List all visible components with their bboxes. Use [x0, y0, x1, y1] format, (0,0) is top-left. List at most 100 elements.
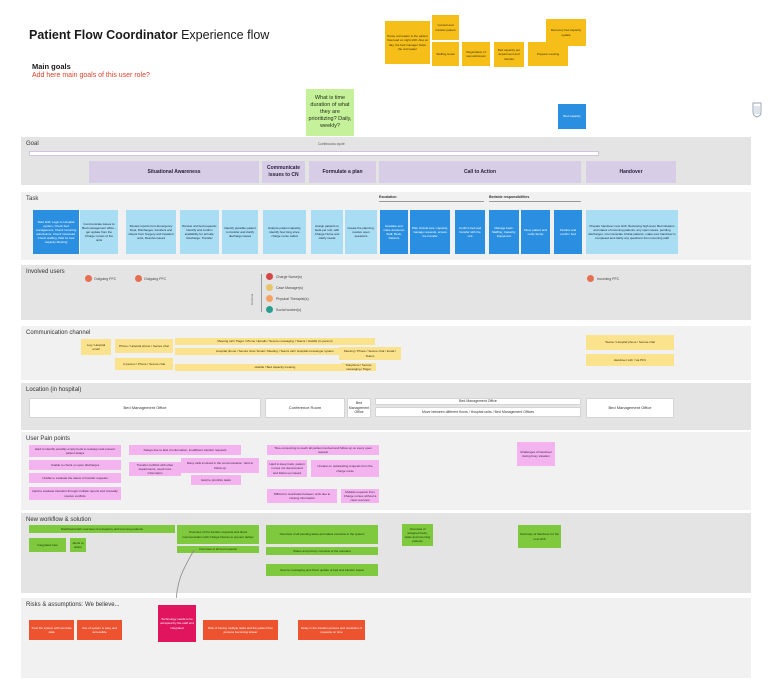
location-box: Move between different floors / Hospital… — [375, 407, 581, 417]
solution-note[interactable]: Overview of assigned beds, tasks and inc… — [402, 524, 433, 546]
avatar — [266, 306, 273, 313]
task-card[interactable]: Finalize and confirm bed — [554, 210, 582, 254]
pain-points-lane-label: User Pain points — [26, 436, 71, 442]
user-label: Social worker(s) — [276, 308, 302, 312]
location-box: Bed Management Office — [347, 398, 371, 418]
solution-note[interactable]: Summary of handover for the next shift — [518, 525, 561, 548]
channel-note[interactable]: Hospital phone / Secure chat / Email / M… — [175, 348, 375, 355]
task-card[interactable]: Communicate issues to Bed management off… — [80, 210, 118, 254]
pain-point-note[interactable]: Challenges of handover during busy situa… — [517, 442, 555, 466]
sticky-note[interactable]: Recovery bed capacity update — [546, 19, 586, 46]
user-label: Case Manager(s) — [276, 286, 304, 290]
location-box: Bed Management Office — [586, 398, 674, 418]
user-label: Physical Therapist(s) — [276, 297, 309, 301]
main-goals-title: Main goals — [32, 62, 71, 71]
pain-point-note[interactable]: Hard to prioritize tasks — [191, 475, 241, 485]
solution-note[interactable]: Overview of all bed requests — [177, 546, 259, 553]
pain-point-note[interactable]: Unclear on outstanding requests from the… — [311, 460, 379, 477]
avatar — [135, 275, 142, 282]
phase-communicate-issues[interactable]: Communicate issues to CN — [262, 161, 305, 183]
channel-note[interactable]: Handover with / via PFC — [586, 354, 674, 366]
sticky-note[interactable]: Consult and transfer patient — [432, 15, 459, 40]
optional-bracket — [261, 274, 263, 312]
channel-note[interactable]: Telephone / Secure messaging / Pager — [341, 363, 376, 371]
solution-note[interactable]: Overview of all pending tasks and status… — [266, 525, 378, 544]
pain-point-note[interactable]: Hard to evaluate transfers through multi… — [29, 487, 121, 500]
avatar — [266, 284, 273, 291]
page-title-rest: Experience flow — [181, 28, 270, 42]
task-card[interactable]: Prepare handover next shift: Reviewing h… — [586, 210, 678, 254]
task-card[interactable]: Analyze patient capacity, identify how l… — [263, 210, 306, 254]
phase-call-to-action[interactable]: Call to Action — [379, 161, 581, 183]
task-group-escalation: Escalation — [379, 195, 397, 199]
bed-capacity-sticky[interactable]: Bed capacity — [558, 104, 586, 129]
task-card[interactable]: Confirm bed and transfer with the unit — [455, 210, 485, 254]
task-card[interactable]: Escalate and make decisions: Staff, Beds… — [380, 210, 408, 254]
channel-note[interactable]: Log / Hospital email — [81, 339, 111, 355]
solution-note[interactable]: Status and priority overview of the tran… — [266, 547, 378, 555]
optional-label: Optional — [250, 293, 254, 305]
sticky-note[interactable]: Prepare meeting — [528, 42, 568, 66]
channel-note[interactable]: Huddle / Bed capacity meeting — [175, 364, 375, 371]
task-card[interactable]: Review unit bed requests: Identify and c… — [180, 210, 219, 254]
risk-note[interactable]: Risk of having multiple tasks and the pa… — [203, 620, 278, 640]
task-card[interactable]: Identify possible patient to transfer an… — [222, 210, 258, 254]
task-card[interactable]: Review reports from Emergency Dept, Disc… — [126, 210, 176, 254]
question-sticky[interactable]: What is time duration of what they are p… — [306, 89, 354, 136]
philips-shield-icon — [752, 102, 762, 118]
phase-handover[interactable]: Handover — [586, 161, 676, 183]
sticky-note[interactable]: Registration of new admission — [462, 42, 490, 66]
user-label: Outgoing PFC — [94, 277, 117, 281]
involved-users-lane-label: Involved users — [26, 269, 65, 275]
task-card[interactable]: Assign patients to beds per unit, with C… — [311, 210, 343, 254]
pain-point-note[interactable]: Hard to identify possibly empty beds to … — [29, 445, 121, 457]
page-title-bold: Patient Flow Coordinator — [29, 28, 178, 42]
sticky-note[interactable]: Nurse unit leader is the patient flow le… — [385, 21, 430, 64]
location-box: Bed Management Office — [375, 398, 581, 405]
task-card[interactable]: Plan clinical care: capacity, manage req… — [410, 210, 450, 254]
pain-point-note[interactable]: Transfer conflicts with other department… — [129, 462, 181, 476]
channel-note[interactable]: In person / Phone / Secure chat — [115, 358, 173, 370]
goal-stage-label: Continuous cycle — [318, 142, 345, 146]
channel-note[interactable]: Teams / Hospital phone / Secure chat — [586, 335, 674, 350]
main-goals-placeholder[interactable]: Add here main goals of this user role? — [32, 72, 150, 79]
task-card[interactable]: Move patient and notify family — [521, 210, 550, 254]
pain-point-note[interactable]: Unable to check on open discharges — [29, 460, 121, 470]
pain-point-note[interactable]: Difficult to coordinate between units du… — [267, 489, 337, 503]
solution-note[interactable]: Secure messaging and direct update of be… — [266, 564, 378, 576]
task-group-bedside: Bedside responsibilities — [489, 195, 530, 199]
channel-note[interactable]: Phone / Hospital phone / Secure chat — [115, 339, 173, 353]
task-card[interactable]: Create the planning, resolve open questi… — [345, 210, 377, 254]
channel-note[interactable]: Meeting call / Pager / Phone / Emails / … — [175, 338, 375, 345]
phase-situational-awareness[interactable]: Situational Awareness — [89, 161, 259, 183]
pain-point-note[interactable]: Many calls involved in the communication… — [181, 458, 259, 473]
risk-note[interactable]: Delay in the transfer process and resolu… — [298, 620, 365, 640]
channel-note[interactable]: Meeting / Phone / Secure chat / Email / … — [339, 347, 401, 360]
task-card[interactable]: Start shift: Login to Hospital system, C… — [33, 210, 79, 254]
pain-point-note[interactable]: Time-consuming to reach all parties invo… — [267, 445, 379, 455]
risk-note[interactable]: Technology needs to be accepted by the s… — [158, 605, 196, 642]
risk-note[interactable]: Trust the system with accurate data — [29, 620, 74, 640]
pain-point-note[interactable]: Unable to evaluate the status of transfe… — [29, 473, 121, 483]
solution-note[interactable]: Alerts to action — [70, 538, 86, 552]
location-box: Bed Management Office — [29, 398, 261, 418]
avatar — [587, 275, 594, 282]
task-card[interactable]: Manage beds: Staffing, Capacity, Equipme… — [489, 210, 519, 254]
risk-note[interactable]: Use of system is easy and accessible — [77, 620, 122, 640]
task-lane-label: Task — [26, 196, 39, 202]
solution-note[interactable]: Overview of the transfer requests and di… — [177, 525, 259, 544]
involved-users-lane: Involved users Outgoing PFC Outgoing PFC… — [21, 265, 751, 320]
solution-note[interactable]: Dashboard with overview of occupancy and… — [29, 525, 175, 533]
pain-point-note[interactable]: Hard to keep track, patient moves not do… — [267, 460, 307, 477]
solution-note[interactable]: Integrated view — [29, 538, 66, 552]
workflow-lane-label: New workflow & solution — [26, 517, 92, 523]
sticky-note[interactable]: Staffing levels — [432, 42, 459, 66]
pain-point-note[interactable]: Multiple requests from Charge nurses wit… — [341, 489, 379, 503]
pain-point-note[interactable]: Delays due to lack of information, insuf… — [129, 445, 241, 455]
phase-formulate-plan[interactable]: Formulate a plan — [309, 161, 376, 183]
divider — [379, 201, 484, 202]
user-label: Incoming PFC — [597, 277, 620, 281]
location-lane-label: Location (in hospital) — [26, 387, 82, 393]
workflow-lane: New workflow & solution Dashboard with o… — [21, 513, 751, 593]
sticky-note[interactable]: Bed capacity per department and transfer — [494, 42, 524, 67]
